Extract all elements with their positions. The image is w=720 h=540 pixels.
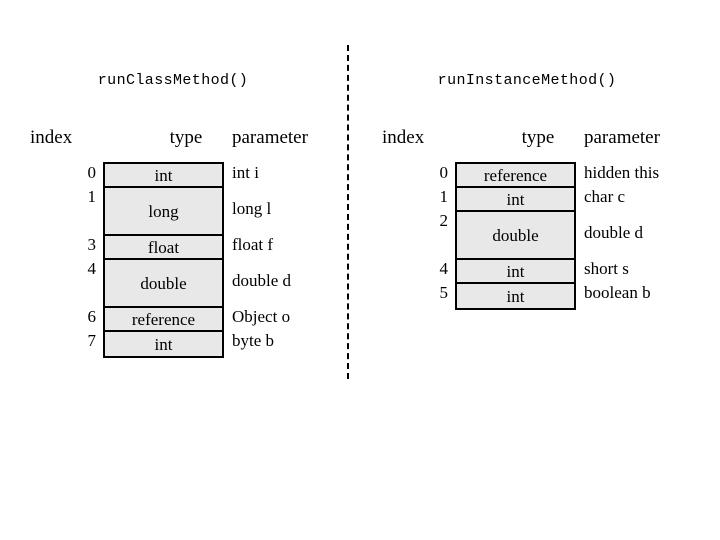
panel-class-method: runClassMethod() index type parameter 0 … bbox=[8, 0, 358, 400]
slot-parameter: char c bbox=[584, 187, 626, 206]
panel-title-instance-method: runInstanceMethod() bbox=[437, 72, 617, 89]
slot-parameter: short s bbox=[584, 259, 629, 278]
slot-box: double bbox=[457, 212, 574, 260]
slot-box: int bbox=[105, 332, 222, 356]
column-header-parameter: parameter bbox=[584, 127, 660, 148]
slot-parameter: double d bbox=[584, 223, 644, 242]
panel-divider-dashed-line bbox=[347, 45, 349, 379]
slot-box-column-left: int long float double reference int bbox=[103, 162, 224, 358]
slot-index: 4 bbox=[439, 259, 449, 278]
slot-box: int bbox=[457, 284, 574, 308]
column-header-parameter: parameter bbox=[232, 127, 308, 148]
panel-title-class-method: runClassMethod() bbox=[97, 72, 249, 89]
slot-parameter: double d bbox=[232, 271, 292, 290]
column-header-type: type bbox=[521, 127, 555, 148]
slot-parameter: float f bbox=[232, 235, 274, 254]
slot-parameter: boolean b bbox=[584, 283, 651, 302]
slot-index: 2 bbox=[439, 211, 449, 230]
slot-index: 0 bbox=[87, 163, 97, 182]
column-header-index: index bbox=[30, 127, 73, 148]
slot-index: 7 bbox=[87, 331, 97, 350]
slot-index: 1 bbox=[87, 187, 97, 206]
slot-box: reference bbox=[105, 308, 222, 332]
slot-parameter: hidden this bbox=[584, 163, 660, 182]
panel-instance-method: runInstanceMethod() index type parameter… bbox=[352, 0, 702, 400]
slot-box: int bbox=[457, 188, 574, 212]
slot-index: 6 bbox=[87, 307, 97, 326]
slot-index: 3 bbox=[87, 235, 97, 254]
column-header-type: type bbox=[169, 127, 203, 148]
slot-box: int bbox=[105, 164, 222, 188]
slot-parameter: Object o bbox=[232, 307, 291, 326]
slot-index: 5 bbox=[439, 283, 449, 302]
column-header-index: index bbox=[382, 127, 425, 148]
slot-parameter: long l bbox=[232, 199, 272, 218]
slot-box: double bbox=[105, 260, 222, 308]
slot-index: 0 bbox=[439, 163, 449, 182]
slot-box-column-right: reference int double int int bbox=[455, 162, 576, 310]
slot-index: 4 bbox=[87, 259, 97, 278]
slot-parameter: byte b bbox=[232, 331, 275, 350]
slot-box: long bbox=[105, 188, 222, 236]
slot-box: float bbox=[105, 236, 222, 260]
slot-index: 1 bbox=[439, 187, 449, 206]
slot-parameter: int i bbox=[232, 163, 259, 182]
slot-box: int bbox=[457, 260, 574, 284]
slot-box: reference bbox=[457, 164, 574, 188]
